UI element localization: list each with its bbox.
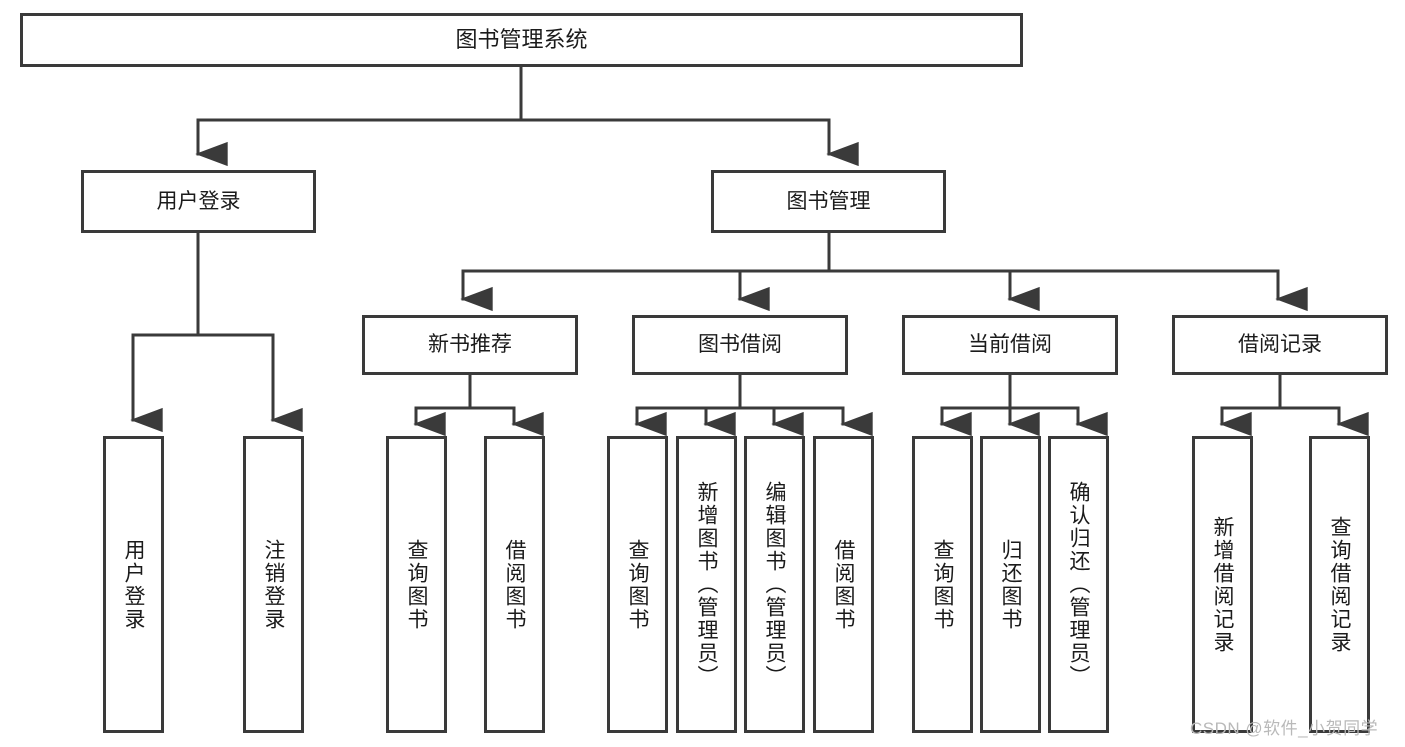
node-label: 新增图书（管理员）: [695, 481, 718, 688]
leaf-book-borrow-borrow[interactable]: 借阅图书: [813, 436, 874, 733]
node-label: 用户登录: [122, 538, 145, 631]
node-label: 图书管理系统: [455, 26, 588, 52]
leaf-book-borrow-query[interactable]: 查询图书: [607, 436, 668, 733]
node-label: 用户登录: [156, 189, 241, 213]
node-label: 查询图书: [931, 538, 954, 631]
node-label: 借阅图书: [503, 538, 526, 631]
node-label: 查询图书: [405, 538, 428, 631]
node-label: 注销登录: [262, 538, 285, 631]
leaf-book-borrow-add[interactable]: 新增图书（管理员）: [676, 436, 737, 733]
leaf-new-book-query[interactable]: 查询图书: [386, 436, 447, 733]
node-label: 确认归还（管理员）: [1067, 481, 1090, 688]
node-label: 查询图书: [626, 538, 649, 631]
leaf-book-borrow-edit[interactable]: 编辑图书（管理员）: [744, 436, 805, 733]
leaf-current-borrow-return[interactable]: 归还图书: [980, 436, 1041, 733]
leaf-user-login-logout[interactable]: 注销登录: [243, 436, 304, 733]
leaf-borrow-record-add[interactable]: 新增借阅记录: [1192, 436, 1253, 733]
node-root-system[interactable]: 图书管理系统: [20, 13, 1023, 67]
node-book-management[interactable]: 图书管理: [711, 170, 946, 233]
node-label: 新增借阅记录: [1211, 515, 1234, 654]
node-borrow-record[interactable]: 借阅记录: [1172, 315, 1388, 375]
leaf-current-borrow-query[interactable]: 查询图书: [912, 436, 973, 733]
node-label: 当前借阅: [968, 333, 1052, 357]
node-user-login[interactable]: 用户登录: [81, 170, 316, 233]
node-label: 编辑图书（管理员）: [763, 481, 786, 688]
leaf-user-login-login[interactable]: 用户登录: [103, 436, 164, 733]
leaf-borrow-record-query[interactable]: 查询借阅记录: [1309, 436, 1370, 733]
node-label: 借阅图书: [832, 538, 855, 631]
node-new-book-recommend[interactable]: 新书推荐: [362, 315, 578, 375]
leaf-current-borrow-confirm-return[interactable]: 确认归还（管理员）: [1048, 436, 1109, 733]
node-label: 图书管理: [786, 189, 871, 213]
node-book-borrow[interactable]: 图书借阅: [632, 315, 848, 375]
node-label: 归还图书: [999, 538, 1022, 631]
node-label: 借阅记录: [1238, 333, 1322, 357]
node-current-borrow[interactable]: 当前借阅: [902, 315, 1118, 375]
leaf-new-book-borrow[interactable]: 借阅图书: [484, 436, 545, 733]
node-label: 图书借阅: [698, 333, 782, 357]
node-label: 新书推荐: [428, 333, 512, 357]
node-label: 查询借阅记录: [1328, 515, 1351, 654]
